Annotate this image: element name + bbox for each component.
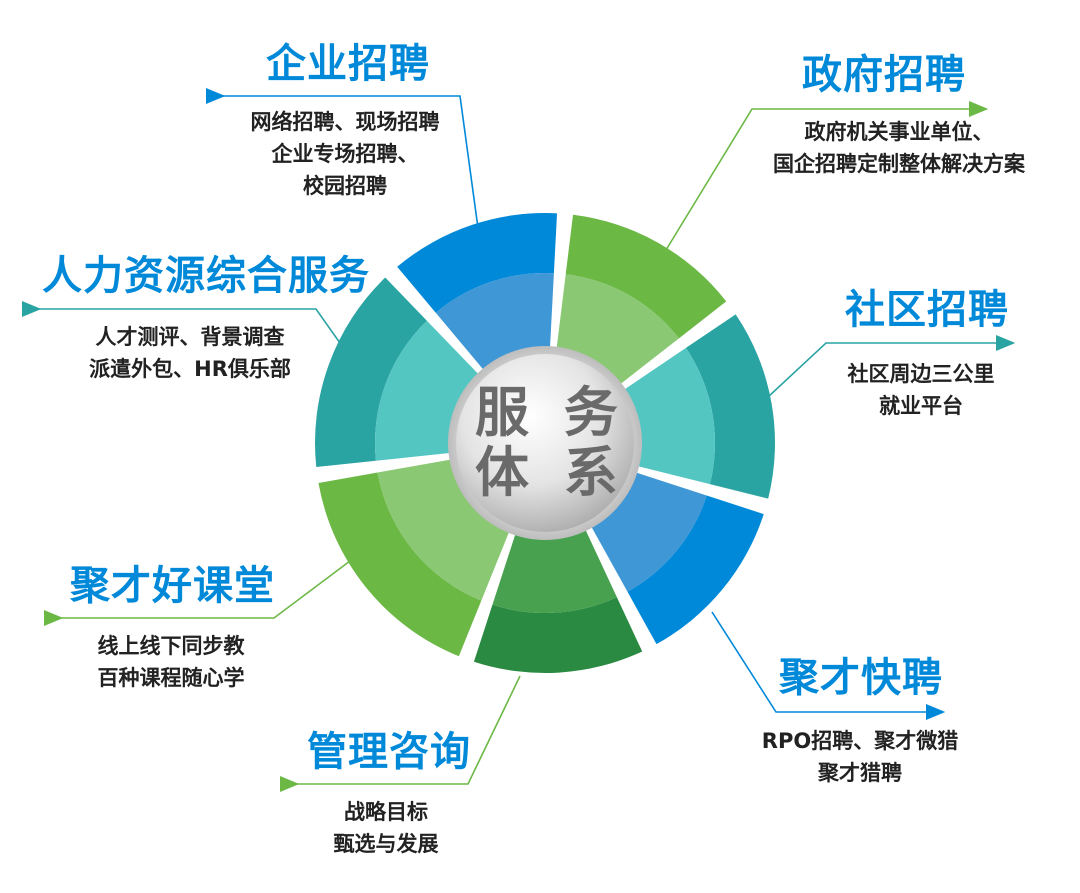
segment-hr-services-inner (375, 320, 479, 461)
service-title-quick-hire: 聚才快聘 (779, 655, 943, 701)
service-desc-hr-services: 人才测评、背景调查 派遣外包、HR俱乐部 (70, 321, 310, 385)
service-desc-consulting: 战略目标 甄选与发展 (318, 796, 454, 860)
connector-consulting (280, 675, 521, 792)
center-disc (456, 354, 634, 532)
connector-community (767, 335, 1016, 398)
desc-line: RPO招聘、聚才微猎 (761, 729, 959, 753)
segment-government-outer (565, 214, 727, 339)
desc-line: 就业平台 (879, 394, 963, 418)
service-desc-enterprise: 网络招聘、现场招聘 企业专场招聘、 校园招聘 (240, 106, 450, 202)
desc-line: 网络招聘、现场招聘 (250, 110, 440, 134)
service-ring (315, 213, 775, 674)
segment-hr-services-outer (315, 277, 427, 468)
desc-line: 人才测评、背景调查 (95, 325, 285, 349)
segment-classroom (318, 459, 510, 657)
desc-line: 校园招聘 (303, 174, 387, 198)
service-title-government: 政府招聘 (802, 52, 966, 98)
service-desc-community: 社区周边三公里 就业平台 (826, 358, 1016, 422)
desc-line: 国企招聘定制整体解决方案 (773, 152, 1025, 176)
connector-quick-hire (711, 611, 946, 720)
segment-enterprise-outer (397, 213, 558, 313)
segment-community (624, 314, 775, 499)
desc-line: 社区周边三公里 (847, 362, 995, 386)
center-title-line2: 体 系 (475, 441, 626, 504)
segment-quick-hire-outer (627, 495, 764, 645)
service-title-classroom: 聚才好课堂 (70, 563, 275, 609)
segment-community-inner (624, 347, 715, 485)
desc-line: 线上线下同步教 (97, 634, 245, 658)
connector-government (665, 101, 989, 251)
connector-enterprise (205, 88, 479, 229)
desc-line: 企业专场招聘、 (271, 142, 419, 166)
center-title: 服 务 体 系 (475, 383, 626, 503)
segment-hr-services (315, 277, 479, 468)
service-desc-classroom: 线上线下同步教 百种课程随心学 (74, 630, 268, 694)
segment-classroom-outer (318, 472, 482, 657)
service-title-hr-services: 人力资源综合服务 (42, 253, 370, 299)
desc-line: 派遣外包、HR俱乐部 (89, 357, 291, 381)
segment-enterprise-inner (435, 273, 554, 370)
service-desc-government: 政府机关事业单位、 国企招聘定制整体解决方案 (760, 116, 1038, 180)
desc-line: 战略目标 (344, 800, 428, 824)
connector-classroom (44, 551, 363, 626)
segment-classroom-inner (377, 459, 510, 601)
desc-line: 政府机关事业单位、 (804, 120, 994, 144)
service-desc-quick-hire: RPO招聘、聚才微猎 聚才猎聘 (748, 725, 972, 789)
center-title-line1: 服 务 (475, 381, 626, 444)
segment-quick-hire-inner (591, 472, 707, 592)
segment-quick-hire (591, 472, 764, 645)
service-title-enterprise: 企业招聘 (266, 41, 430, 87)
desc-line: 甄选与发展 (333, 832, 439, 856)
segment-consulting (473, 530, 643, 674)
desc-line: 聚才猎聘 (818, 761, 902, 785)
segment-consulting-inner (492, 530, 617, 613)
service-title-consulting: 管理咨询 (307, 729, 471, 775)
segment-community-outer (685, 314, 775, 499)
segment-enterprise (397, 213, 558, 370)
desc-line: 百种课程随心学 (97, 666, 245, 690)
segment-consulting-outer (473, 597, 643, 674)
service-title-community: 社区招聘 (845, 287, 1009, 333)
